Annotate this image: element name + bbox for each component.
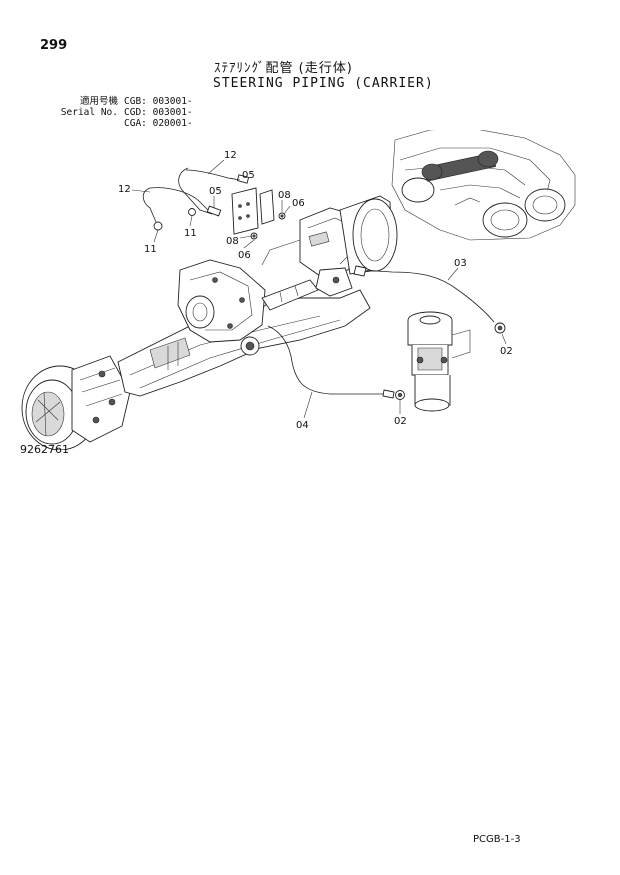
callout-06-left: 06 (238, 250, 251, 261)
serial-range: CGD: 003001- (124, 107, 193, 118)
serial-row: Serial No. CGD: 003001- (60, 107, 193, 118)
serial-range: CGA: 020001- (124, 118, 193, 129)
hoses (142, 167, 506, 400)
callout-02-right: 02 (500, 346, 513, 357)
serial-label-jp: 適用号機 (79, 96, 118, 107)
callout-12-upper: 12 (224, 150, 237, 161)
callout-08-right: 08 (278, 190, 291, 201)
callout-03: 03 (454, 258, 467, 269)
drawing-number: 9262761 (20, 443, 69, 456)
axle-assembly (21, 195, 398, 450)
swivel-joint (407, 311, 471, 412)
title-english: STEERING PIPING (CARRIER) (213, 76, 434, 91)
title-japanese: ｽﾃｱﾘﾝｸﾞ配管 (走行体) (214, 61, 353, 76)
leader-lines (131, 159, 507, 419)
callout-05-upper: 05 (242, 170, 255, 181)
callout-labels: 12 12 05 05 08 06 08 06 11 11 03 02 02 0… (118, 150, 513, 431)
serial-label-en: Serial No. (60, 107, 118, 118)
serial-row: CGA: 020001- (60, 118, 193, 129)
page-code: PCGB-1-3 (473, 834, 521, 845)
serial-number-block: 適用号機 CGB: 003001- Serial No. CGD: 003001… (60, 96, 193, 129)
callout-11-left: 11 (144, 244, 157, 255)
page-number: 299 (40, 38, 68, 53)
serial-row: 適用号機 CGB: 003001- (60, 96, 193, 107)
callout-02-lower: 02 (394, 416, 407, 427)
callout-08-left: 08 (226, 236, 239, 247)
callout-12-left: 12 (118, 184, 131, 195)
callout-04: 04 (296, 420, 309, 431)
callout-06-right: 06 (292, 198, 305, 209)
callout-05-lower: 05 (209, 186, 222, 197)
parts-diagram: 12 12 05 05 08 06 08 06 11 11 03 02 02 0… (21, 130, 576, 450)
serial-label-spacer (60, 118, 124, 129)
machine-inset-illustration (391, 130, 576, 241)
serial-range: CGB: 003001- (124, 96, 193, 107)
callout-11-center: 11 (184, 228, 197, 239)
